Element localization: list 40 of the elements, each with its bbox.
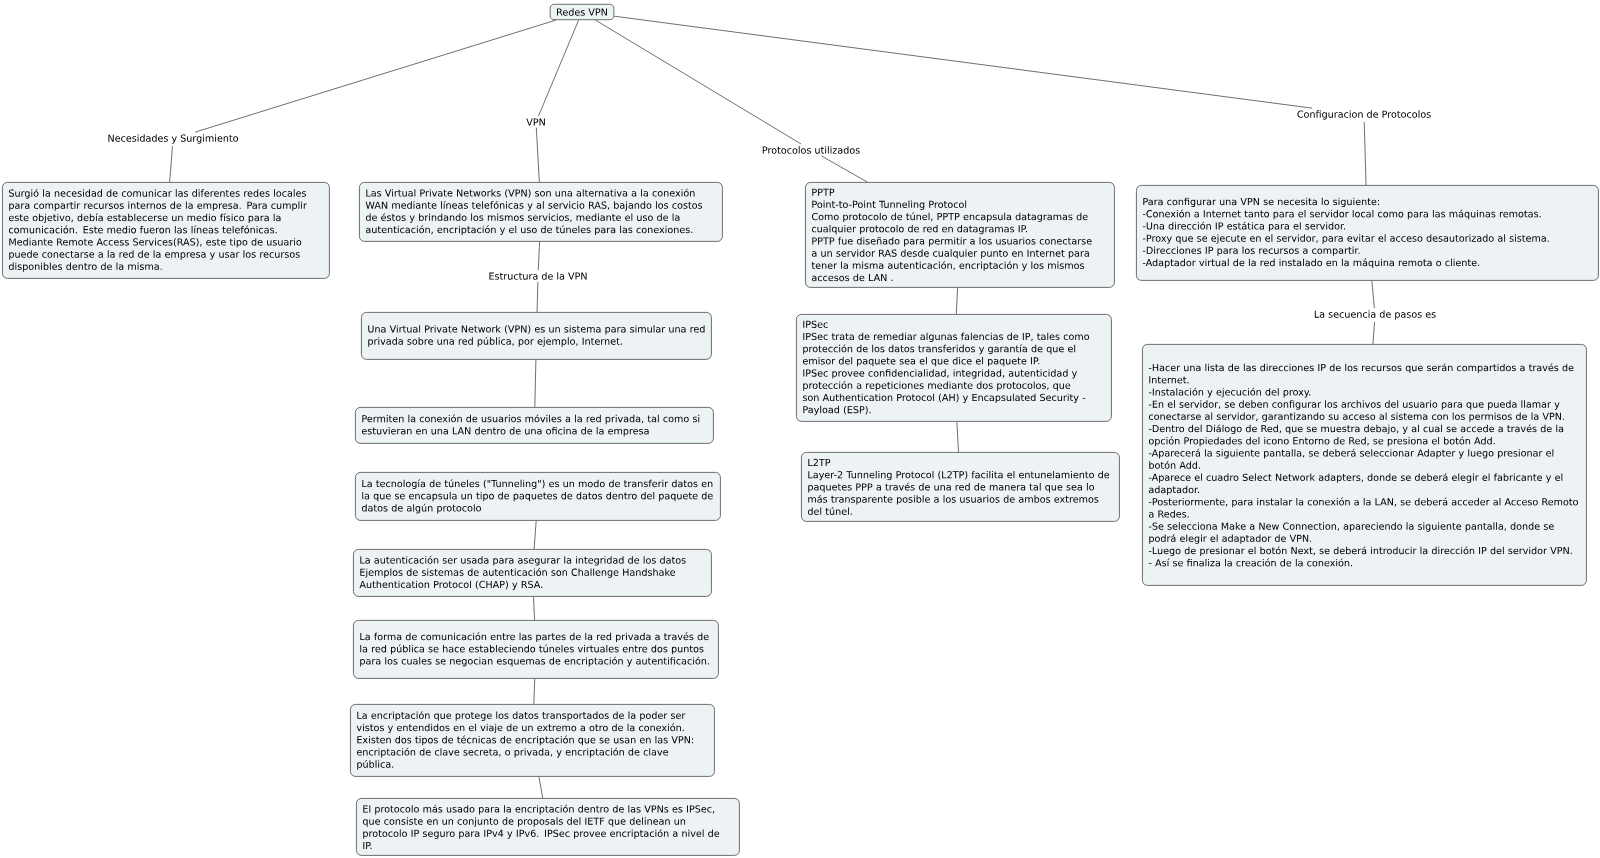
connector-line — [955, 287, 958, 315]
connector-line — [536, 281, 539, 313]
connector-line — [534, 359, 537, 408]
concept-box: La tecnología de túneles ("Tunneling") es un modo de transferir datos en la que se encapsula un tipo de paquetes de datos dentro del paquete de datos de algún protocolo — [355, 472, 721, 521]
connector-line — [538, 19, 579, 117]
link-phrase: La secuencia de pasos es — [1314, 310, 1436, 320]
concept-box: Para configurar una VPN se necesita lo siguiente: -Conexión a Internet tanto para el servidor local como para las máquinas remotas. -Una dirección IP estática para el servidor. -Proxy que se ejecute en el servidor, para evitar el acceso desautorizado al sistema. -Direcciones IP para los recursos a compartir. -Adaptador virtual de la red instalado en la máquina remota o cliente. — [1136, 185, 1599, 281]
connector-line — [1363, 121, 1367, 186]
concept-box: Las Virtual Private Networks (VPN) son una alternativa a la conexión WAN mediante líneas telefónicas y al servicio RAS, bajando los costos de éstos y brindando los mismos servicios, mediante el uso de la autenticación, encriptación y el uso de túneles para las conexiones. — [359, 182, 723, 242]
concept-box: -Hacer una lista de las direcciones IP de los recursos que serán compartidos a través de Internet. -Instalación y ejecución del proxy. -En el servidor, se deben configurar los archivos del usuario para que pueda llamar y conectarse al servidor, garantizando su acceso al sistema con los permisos de la VPN. -Dentro del Diálogo de Red, que se muestra debajo, y al cual se accede a través de la opción Propiedades del icono Entorno de Red, se presiona el botón Add. -Aparecerá la siguiente pantalla, se deberá seleccionar Adapter y luego presionar el botón Add. -Aparece el cuadro Select Network adapters, donde se deberá elegir el fabricante y el adaptador. -Posteriormente, para instalar la conexión a la LAN, se deberá acceder al Acceso Remoto a Redes. -Se selecciona Make a New Connection, apareciendo la siguiente pantalla, donde se podrá elegir el adaptador de VPN. -Luego de presionar el botón Next, se deberá introducir la dirección IP del servidor VPN. - Así se finaliza la creación de la conexión. — [1142, 344, 1587, 586]
link-phrase: Protocolos utilizados — [762, 146, 860, 154]
concept-box: La encriptación que protege los datos transportados de la poder ser vistos y entendidos en el viaje de un extremo a otro de la conexión. Existen dos tipos de técnicas de encriptación que se usan en las VPN: encriptación de clave secreta, o privada, y encriptación de clave pública. — [350, 704, 715, 777]
connector-line — [595, 19, 802, 145]
connector-line — [1371, 280, 1375, 309]
link-phrase: Necesidades y Surgimiento — [108, 134, 239, 144]
connector-line — [613, 15, 1313, 109]
concept-box: La autenticación ser usada para asegurar la integridad de los datos Ejemplos de sistemas de autenticación son Challenge Handshake Authentication Protocol (CHAP) y RSA. — [353, 549, 712, 597]
root-box: Redes VPN — [549, 3, 615, 21]
connector-line — [1372, 321, 1375, 345]
concept-box: PPTP Point-to-Point Tunneling Protocol Como protocolo de túnel, PPTP encapsula datagramas de cualquier protocolo de red en datagramas IP. PPTP fue diseñado para permitir a los usuarios conectarse a un servidor RAS desde cualquier punto en Internet para tener la misma autenticación, encriptación y los mismos accesos de LAN . — [805, 182, 1115, 288]
link-phrase: VPN — [526, 118, 545, 126]
connector-line — [194, 19, 557, 133]
link-phrase: Estructura de la VPN — [489, 272, 587, 280]
link-phrase: Configuracion de Protocolos — [1297, 110, 1431, 120]
connector-line — [956, 421, 959, 453]
connector-line — [538, 776, 544, 799]
connector-line — [821, 155, 868, 183]
concept-box: Permiten la conexión de usuarios móviles a la red privada, tal como si estuvieran en una LAN dentro de una oficina de la empresa — [355, 407, 714, 444]
concept-box: L2TP Layer-2 Tunneling Protocol (L2TP) facilita el entunelamiento de paquetes PPP a través de una red de manera tal que sea lo más transparente posible a los usuarios de ambos extremos del túnel. — [801, 452, 1120, 522]
connector-line — [169, 145, 173, 183]
connector-line — [533, 520, 537, 550]
concept-box: La forma de comunicación entre las partes de la red privada a través de la red pública se hace estableciendo túneles virtuales entre dos puntos para los cuales se negocian esquemas de encriptación y autentificación. — [353, 620, 719, 679]
concept-box: IPSec IPSec trata de remediar algunas falencias de IP, tales como protección de los datos transferidos y garantía de que el emisor del paquete sea el que dice el paquete IP. IPSec provee confidencialidad, integridad, autenticidad y protección a repeticiones mediante dos protocolos, que son Authentication Protocol (AH) y Encapsulated Security - Payload (ESP). — [796, 314, 1112, 422]
connector-line — [533, 596, 535, 621]
concept-box: Surgió la necesidad de comunicar las diferentes redes locales para compartir recursos internos de la empresa. Para cumplir este objetivo, debía establecerse un medio físico para la comunicación. Este medio fueron las líneas telefónicas. Mediante Remote Access Services(RAS), este tipo de usuario puede conectarse a la red de la empresa y usar los recursos disponibles dentro de la misma. — [2, 182, 330, 279]
connector-line — [535, 127, 540, 183]
connector-line — [537, 241, 540, 271]
connector-line — [533, 678, 536, 705]
concept-box: El protocolo más usado para la encriptación dentro de las VPNs es IPSec, que consiste en un conjunto de proposals del IETF que delinean un protocolo IP seguro para IPv4 y IPv6. IPSec provee encriptación a nivel de IP. — [356, 798, 740, 856]
concept-box: Una Virtual Private Network (VPN) es un sistema para simular una red privada sobre una red pública, por ejemplo, Internet. — [361, 312, 712, 360]
